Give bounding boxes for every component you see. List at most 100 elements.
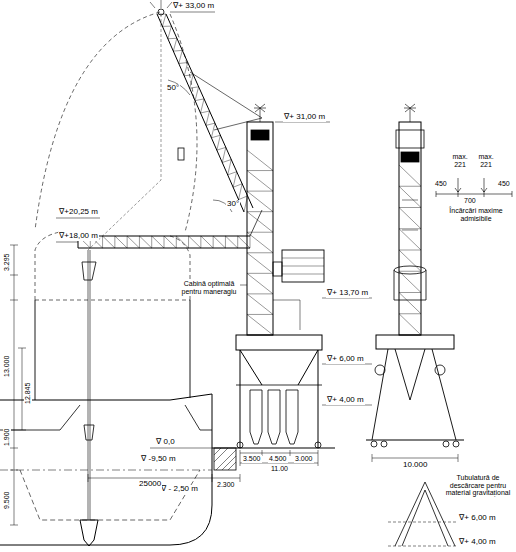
truss-member	[217, 135, 221, 150]
truss-member	[201, 236, 213, 248]
truss-member	[195, 99, 204, 101]
truss-member	[173, 38, 177, 51]
truss-member	[399, 314, 421, 335]
truss-member	[176, 236, 188, 248]
truss-member	[162, 26, 171, 27]
truss-member	[228, 160, 232, 175]
truss-member	[188, 236, 189, 248]
truss-member	[176, 236, 177, 248]
callout-label: max. 221	[448, 153, 472, 168]
truss-member	[399, 293, 421, 314]
truss-member	[127, 236, 128, 248]
truss-member	[247, 293, 273, 294]
truss-member	[399, 229, 421, 250]
truss-member	[247, 252, 273, 253]
truss-member	[399, 271, 421, 272]
truss-member	[399, 165, 421, 186]
truss-member	[139, 236, 151, 248]
callout-label: 25000	[138, 480, 162, 489]
truss-member	[162, 14, 166, 26]
truss-member	[247, 335, 273, 336]
callout-label: ∇+ 4,00 m	[326, 396, 365, 405]
truss-member	[244, 196, 248, 212]
truss-member	[225, 236, 226, 248]
truss-member	[233, 172, 237, 188]
callout-label: ∇+ 13,70 m	[326, 289, 369, 298]
callout-label: 450	[434, 180, 448, 188]
truss-member	[206, 123, 215, 125]
truss-member	[222, 160, 231, 163]
callout-label: ∇+ 33,00 m	[172, 2, 215, 11]
truss-member	[247, 191, 273, 212]
callout-label: ∇ -9,50 m	[140, 455, 177, 464]
ship-section	[0, 300, 212, 545]
callout-label: 10.000	[402, 461, 428, 470]
dimension-label: 1.900	[3, 427, 11, 447]
truss-member	[127, 236, 139, 248]
truss-member	[247, 253, 273, 274]
callout-label: 30°	[226, 200, 240, 209]
truss-member	[247, 150, 273, 171]
horizontal-jib	[78, 210, 262, 248]
callout-label: 3.500	[242, 455, 262, 463]
truss-member	[217, 147, 226, 150]
truss-member	[222, 147, 226, 162]
truss-member	[247, 211, 273, 212]
callout-label: 3.000	[294, 455, 314, 463]
truss-member	[152, 236, 164, 248]
truss-member	[184, 75, 193, 76]
callout-label: ∇+18,00 m	[58, 232, 99, 241]
truss-member	[399, 208, 421, 229]
truss-member	[247, 273, 273, 274]
truss-member	[139, 236, 140, 248]
truss-member	[211, 123, 215, 138]
truss-member	[225, 236, 237, 248]
truss-member	[247, 314, 273, 335]
crane-tower	[240, 104, 324, 335]
truss-member	[190, 75, 194, 89]
truss-member	[399, 250, 421, 271]
truss-member	[233, 184, 242, 188]
truss-member	[247, 191, 273, 192]
truss-member	[399, 292, 421, 293]
truss-member	[228, 172, 237, 175]
truss-member	[200, 236, 201, 248]
truss-member	[179, 63, 188, 64]
truss-member	[213, 236, 225, 248]
callout-label: ∇ 0,0	[155, 438, 176, 447]
truss-member	[247, 232, 273, 233]
truss-member	[189, 236, 201, 248]
callout-label: ∇+ 6,00 m	[458, 514, 497, 523]
truss-member	[115, 236, 127, 248]
truss-member	[247, 273, 273, 294]
truss-member	[201, 111, 210, 113]
callout-label: Cabină optimală pentru maneragiu	[178, 280, 240, 295]
truss-web	[78, 14, 421, 335]
callout-label: Încărcări maxime admisibile	[440, 207, 512, 222]
dimension-lines	[10, 245, 458, 525]
truss-member	[164, 236, 165, 248]
callout-label: 2.300	[216, 481, 236, 489]
truss-member	[399, 186, 421, 207]
truss-member	[238, 236, 250, 248]
truss-member	[168, 38, 177, 40]
truss-member	[211, 135, 220, 138]
truss-member	[247, 294, 273, 315]
level-lines	[56, 12, 372, 448]
truss-member	[195, 87, 199, 101]
truss-member	[250, 236, 251, 248]
truss-member	[102, 236, 103, 248]
truss-member	[173, 50, 182, 52]
truss-member	[237, 236, 238, 248]
truss-member	[399, 207, 421, 208]
dimension-label: 3.295	[3, 252, 11, 272]
truss-member	[103, 236, 115, 248]
dimension-label: 9.500	[3, 490, 11, 510]
luffing-boom	[88, 0, 262, 250]
callout-label: ∇+ 6,00 m	[326, 355, 365, 364]
truss-member	[247, 171, 273, 192]
truss-member	[399, 271, 421, 292]
truss-member	[213, 236, 214, 248]
callout-label: max. 221	[474, 153, 498, 168]
